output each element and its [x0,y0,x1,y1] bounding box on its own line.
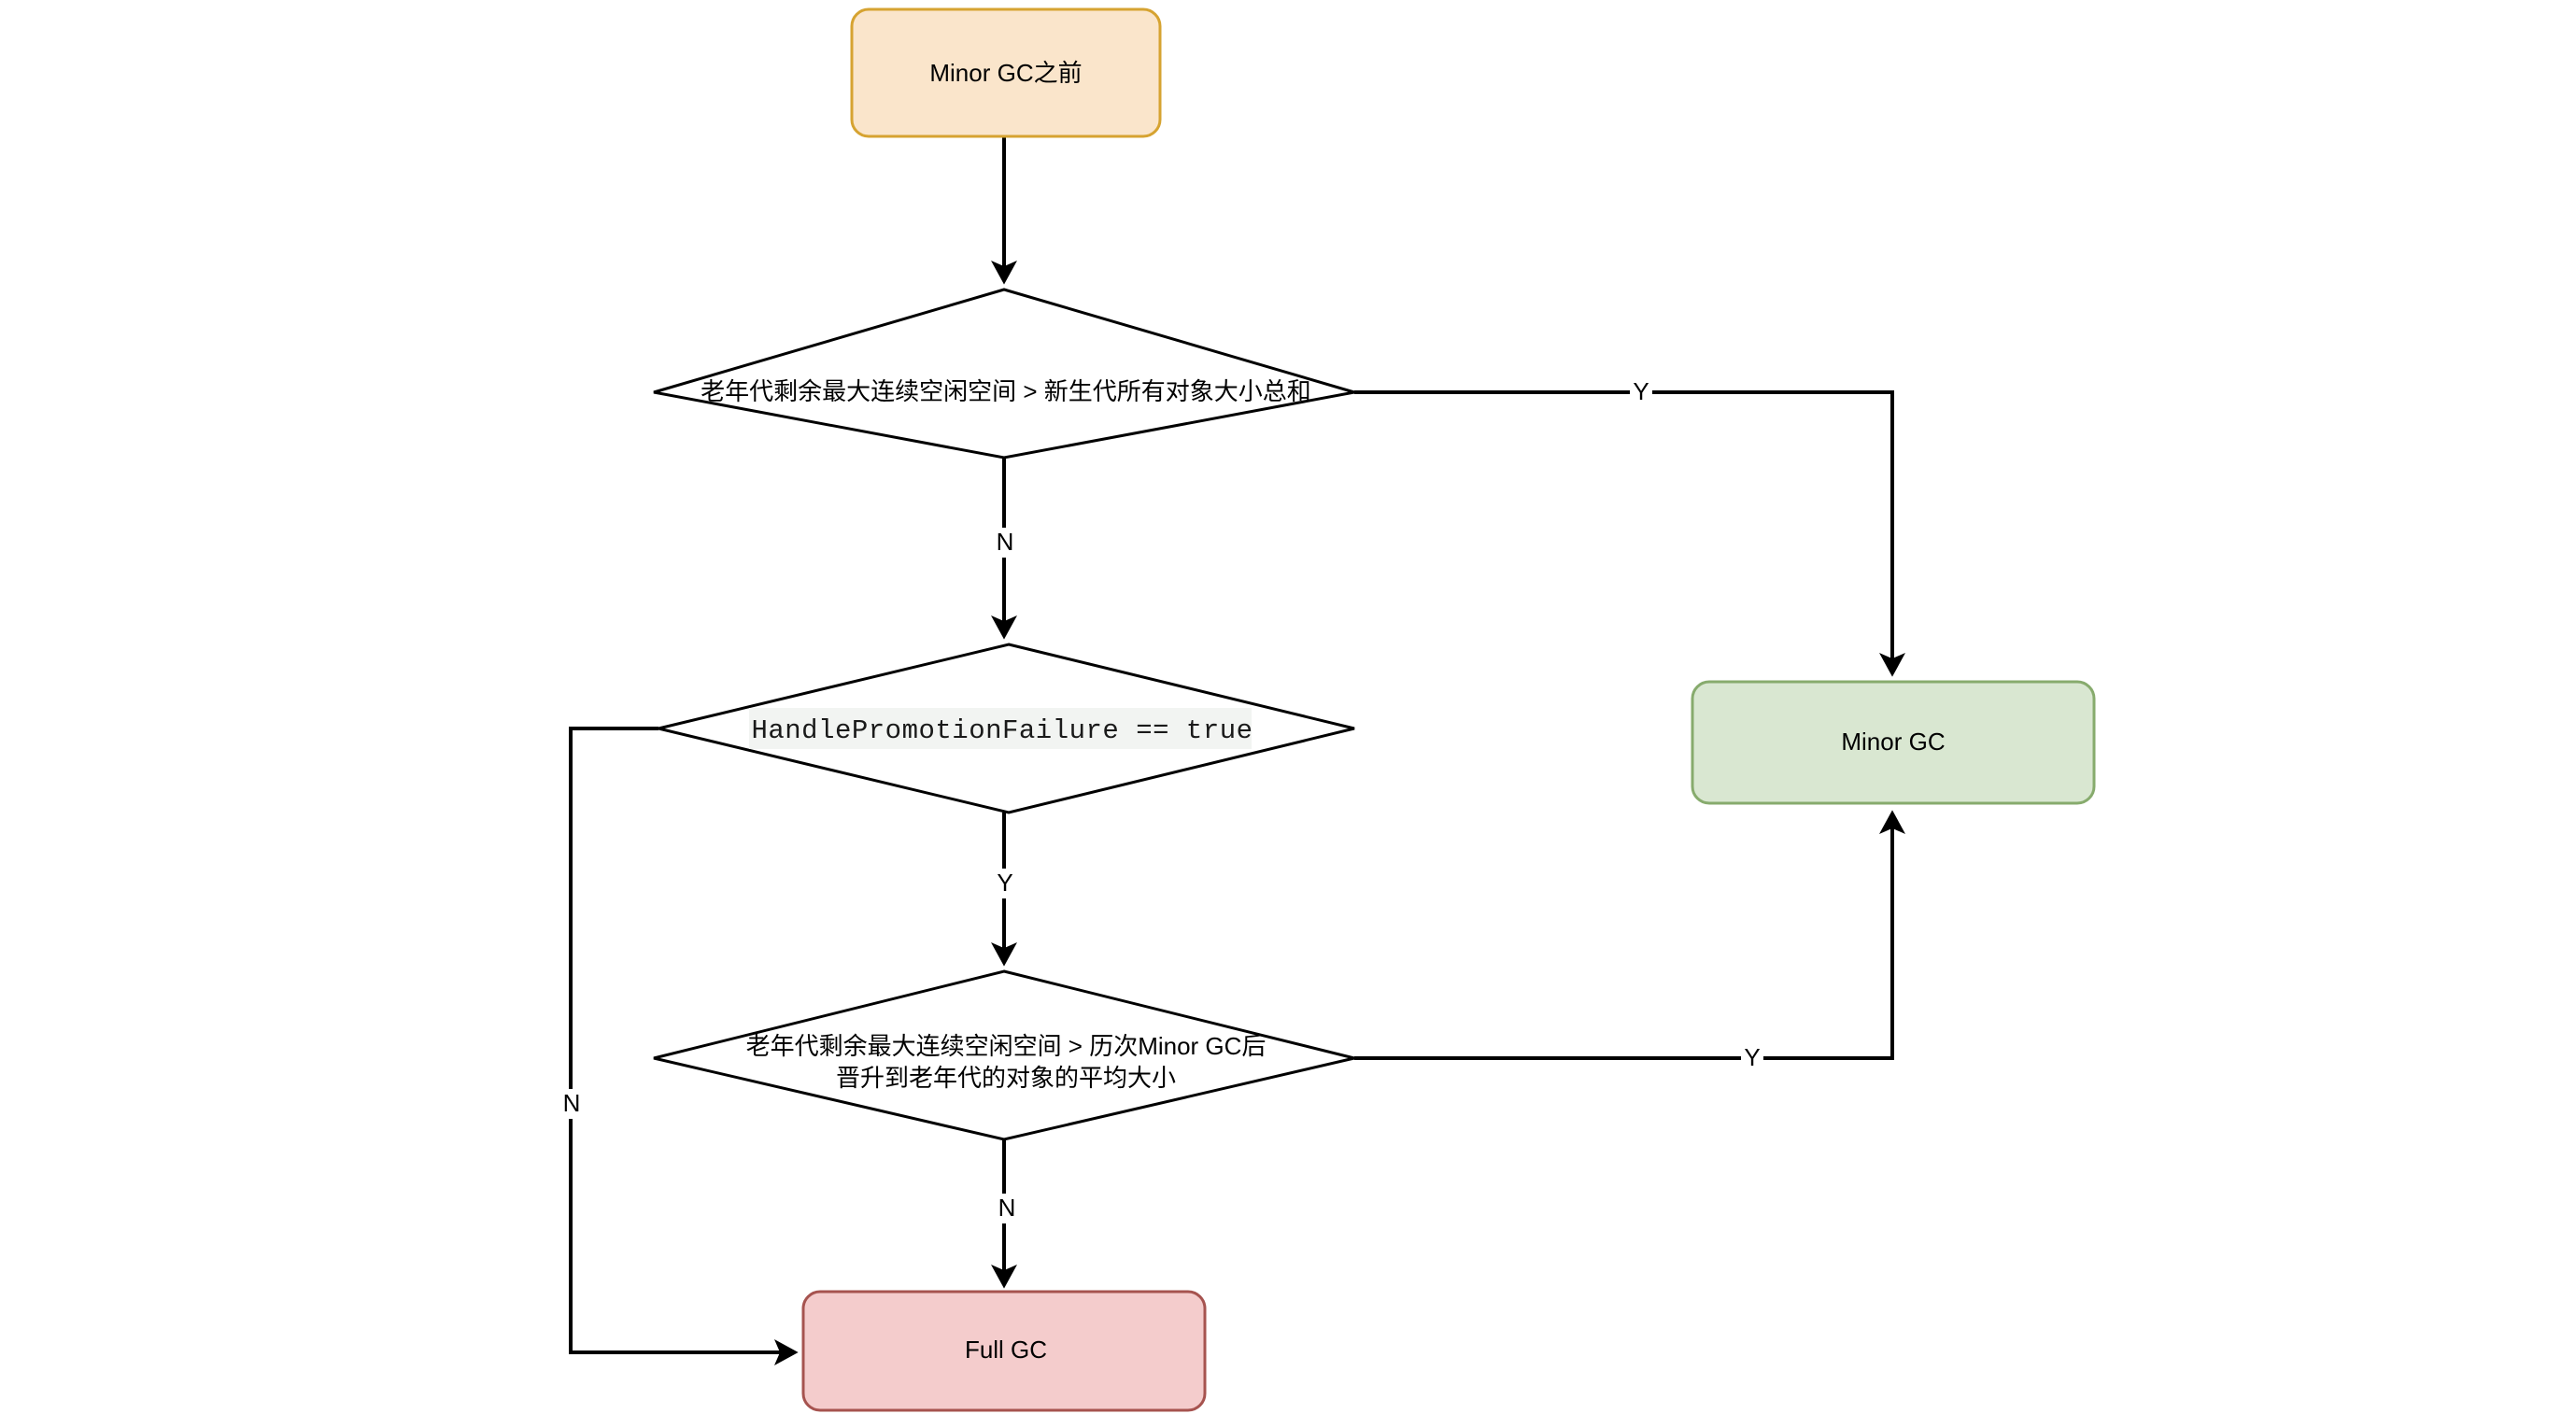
decision3-shape [653,969,1355,1141]
decision1-shape [653,288,1355,460]
minor-gc-node-shape [1691,680,2096,805]
full-gc-node-shape [801,1290,1207,1412]
edge-label-decision1-yes: Y [1633,377,1649,405]
edge-decision3-to-minor-gc [1354,810,1905,1060]
decision2-label: HandlePromotionFailure == true [751,715,1253,746]
full-gc-node-label: Full GC [965,1336,1047,1364]
edge-label-y-decision3: Y [1741,1043,1763,1073]
decision3-label-line2: 晋升到老年代的对象的平均大小 [836,1064,1176,1092]
node-decision2[interactable]: HandlePromotionFailure == true [658,643,1355,814]
node-minor-gc[interactable]: Minor GC [1691,680,2096,805]
edge-label-decision3-no: N [998,1194,1016,1222]
edge-label-n-decision3: N [996,1194,1018,1223]
minor-gc-node-label: Minor GC [1841,728,1945,756]
edge-decision2-to-full-gc [569,727,799,1365]
node-full-gc[interactable]: Full GC [801,1290,1207,1412]
edge-label-decision3-yes: Y [1744,1043,1760,1071]
edge-label-n-decision2: N [560,1089,583,1119]
edge-label-decision2-yes: Y [997,869,1012,897]
edge-label-n-decision1: N [994,528,1016,558]
edge-decision1-to-minor-gc [1354,390,1905,677]
start-node-label: Minor GC之前 [929,59,1082,87]
node-start[interactable]: Minor GC之前 [850,7,1162,138]
node-decision3[interactable]: 老年代剩余最大连续空闲空间 > 历次Minor GC后 晋升到老年代的对象的平均… [653,969,1355,1141]
node-decision1[interactable]: 老年代剩余最大连续空闲空间 > 新生代所有对象大小总和 [653,288,1355,460]
edge-label-y-decision1: Y [1630,377,1652,407]
decision1-label: 老年代剩余最大连续空闲空间 > 新生代所有对象大小总和 [701,377,1311,405]
start-node-shape [850,7,1162,138]
edge-label-decision1-no: N [997,528,1014,556]
decision3-label-line1: 老年代剩余最大连续空闲空间 > 历次Minor GC后 [746,1032,1267,1060]
decision2-code-background [749,708,1252,749]
edge-label-y-decision2: Y [994,869,1016,898]
edge-label-decision2-no: N [563,1089,581,1117]
